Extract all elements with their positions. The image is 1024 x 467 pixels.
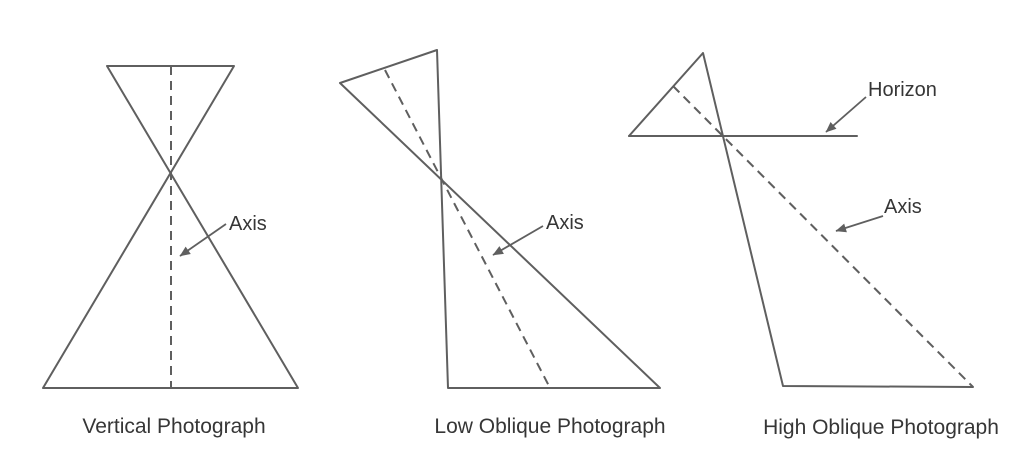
horizon-label: Horizon [868, 79, 937, 101]
vertical-photograph-figure: Axis Vertical Photograph [42, 65, 299, 438]
figure-caption: Vertical Photograph [82, 415, 265, 438]
axis-pointer-arrow [179, 223, 227, 257]
low-oblique-photograph-lines [339, 49, 661, 389]
camera-cone-outline [42, 65, 299, 389]
high-oblique-photograph-lines [628, 52, 974, 388]
figure-caption: High Oblique Photograph [763, 416, 999, 439]
high-oblique-photograph-figure: Horizon Axis High Oblique Photograph [628, 52, 999, 439]
axis-pointer-arrow [492, 225, 544, 256]
axis-label: Axis [546, 212, 584, 234]
figure-caption: Low Oblique Photograph [434, 415, 665, 438]
axis-dashed-line [384, 69, 550, 387]
axis-label: Axis [884, 196, 922, 218]
axis-label: Axis [229, 213, 267, 235]
vertical-photograph-lines [42, 65, 299, 389]
axis-dashed-line [672, 85, 974, 388]
camera-cone-outline [628, 52, 974, 388]
horizon-pointer-arrow [825, 96, 867, 133]
camera-cone-outline [339, 49, 661, 389]
low-oblique-photograph-figure: Axis Low Oblique Photograph [339, 49, 666, 438]
axis-pointer-arrow [835, 215, 884, 233]
